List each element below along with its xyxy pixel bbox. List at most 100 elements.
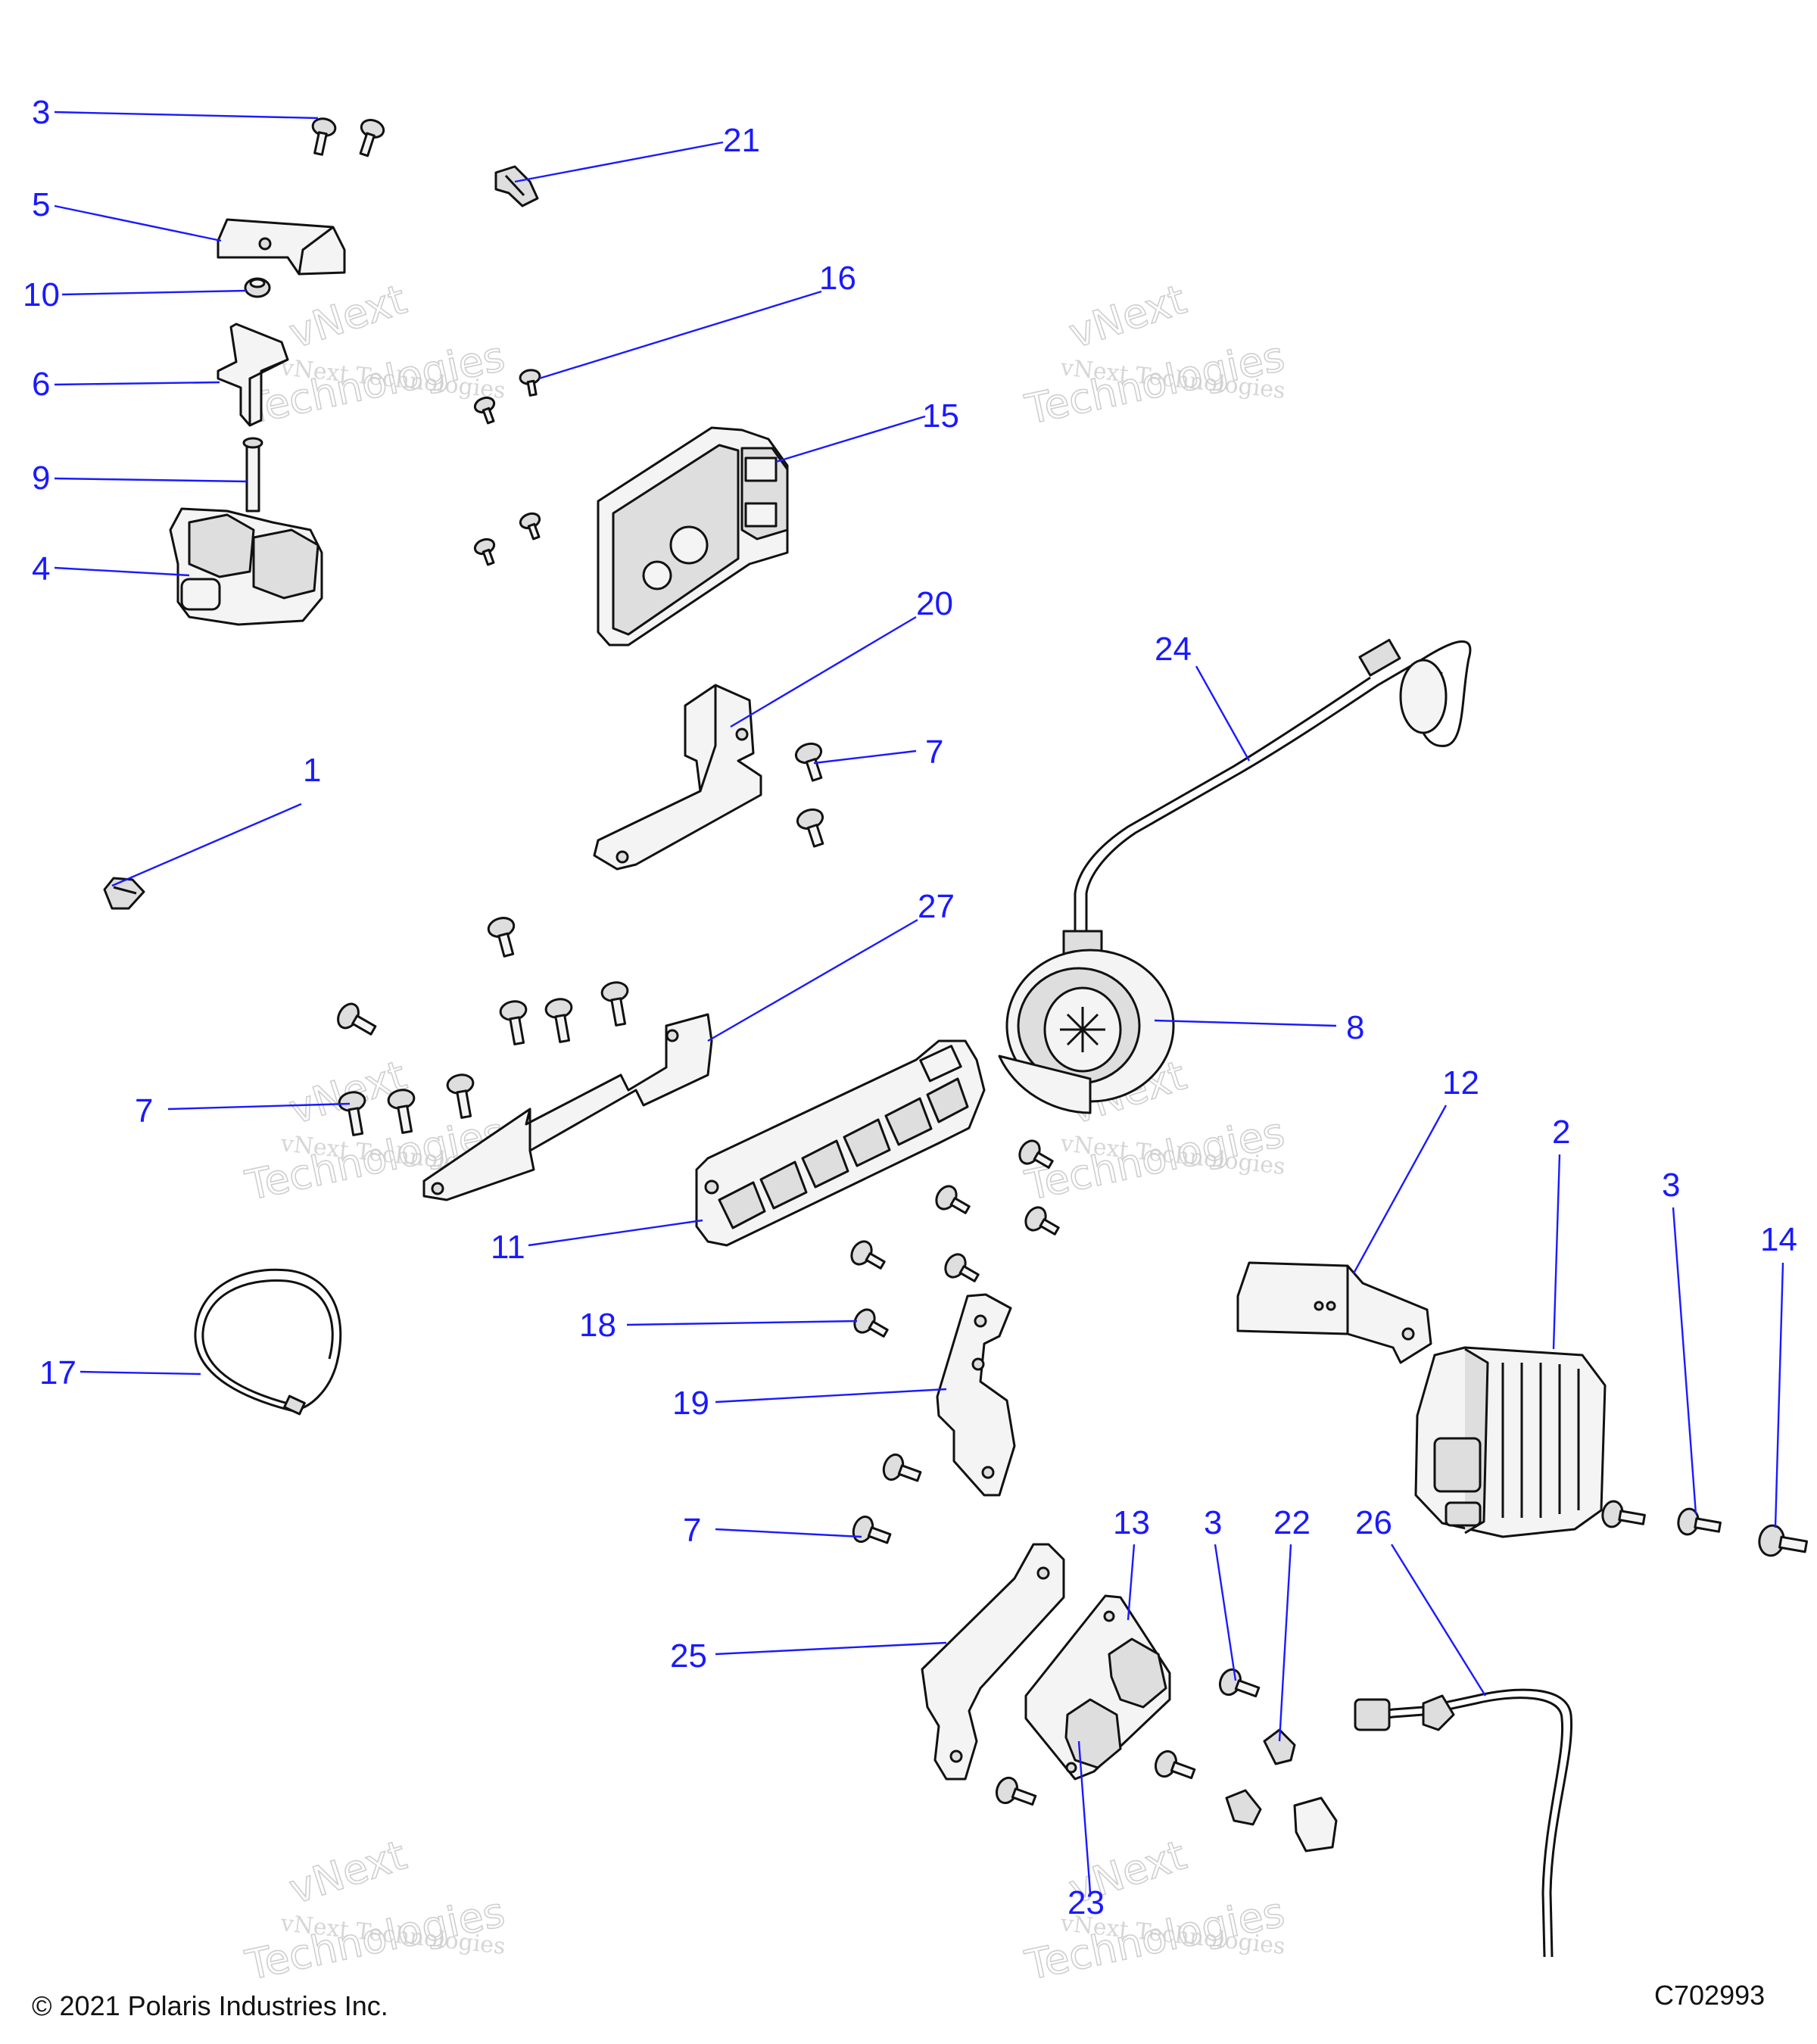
watermark-text: Technologies bbox=[242, 1888, 509, 1989]
leader-line bbox=[538, 290, 822, 380]
callout-label: 18 bbox=[579, 1307, 616, 1344]
connector-part-22 bbox=[1225, 1728, 1338, 1852]
leader-line bbox=[54, 111, 319, 120]
leader-line bbox=[54, 477, 248, 483]
bracket-part-12 bbox=[1236, 1261, 1432, 1364]
callout-label: 21 bbox=[723, 122, 760, 159]
callout-label: 8 bbox=[1346, 1009, 1364, 1046]
bolt-part-3-top bbox=[311, 117, 385, 157]
callout-label: 2 bbox=[1552, 1114, 1570, 1151]
callout-label: 5 bbox=[32, 186, 50, 223]
callout-labels: 3 21 5 10 16 6 15 9 4 20 24 1 7 27 8 7 1… bbox=[23, 94, 1797, 1921]
callout-label: 3 bbox=[32, 94, 50, 131]
leader-line bbox=[1278, 1544, 1292, 1742]
watermark-text: vNext bbox=[284, 276, 413, 358]
callout-label: 14 bbox=[1760, 1221, 1797, 1258]
clip-part-21 bbox=[494, 165, 539, 207]
bracket-part-27 bbox=[422, 1013, 713, 1201]
callout-label: 4 bbox=[32, 550, 50, 587]
watermark: vNext vNext Technologies Technologies bbox=[241, 1831, 510, 1990]
nut-part-10 bbox=[244, 277, 271, 298]
callout-label: 24 bbox=[1155, 631, 1192, 668]
watermark-text: vNext bbox=[1064, 276, 1192, 358]
leader-line bbox=[54, 381, 220, 386]
cable-tie-part-17 bbox=[194, 1268, 342, 1416]
bolt-part-9 bbox=[242, 437, 263, 513]
leader-line bbox=[730, 615, 917, 728]
callout-label: 3 bbox=[1662, 1167, 1680, 1204]
watermark-text: vNext bbox=[284, 1831, 413, 1914]
leader-line bbox=[54, 566, 190, 577]
leader-line bbox=[1552, 1154, 1561, 1350]
copyright-notice: © 2021 Polaris Industries Inc. bbox=[32, 1990, 388, 2021]
bolt-part-7-middle bbox=[337, 917, 629, 1136]
leader-line bbox=[1195, 665, 1251, 762]
leader-line bbox=[707, 918, 918, 1042]
leader-line bbox=[1672, 1207, 1697, 1515]
callout-label: 23 bbox=[1067, 1884, 1105, 1921]
horn-part-8 bbox=[998, 930, 1175, 1114]
bracket-part-25 bbox=[921, 1543, 1065, 1781]
leader-lines bbox=[54, 111, 1784, 1893]
leader-line bbox=[167, 1102, 351, 1111]
bolt-part-7-lower bbox=[852, 1454, 922, 1544]
ecu-part-15 bbox=[597, 426, 789, 647]
leader-line bbox=[1154, 1019, 1337, 1027]
fuse-block-part-11 bbox=[695, 1039, 986, 1247]
callout-label: 16 bbox=[819, 260, 856, 297]
bracket-part-19 bbox=[936, 1293, 1016, 1497]
clip-part-1 bbox=[103, 877, 145, 910]
bracket-part-5 bbox=[217, 218, 346, 276]
callout-label: 3 bbox=[1204, 1504, 1222, 1541]
callout-label: 12 bbox=[1442, 1064, 1479, 1101]
leader-line bbox=[1390, 1544, 1487, 1697]
callout-label: 27 bbox=[918, 888, 955, 925]
leader-line bbox=[1127, 1544, 1136, 1621]
callout-label: 1 bbox=[303, 752, 321, 789]
leader-line bbox=[61, 289, 247, 296]
callout-label: 9 bbox=[32, 460, 50, 497]
leader-line bbox=[54, 204, 222, 242]
callout-label: 19 bbox=[672, 1385, 709, 1422]
harness-part-26 bbox=[1354, 1688, 1573, 1958]
leader-line bbox=[528, 1219, 703, 1247]
watermark: vNext vNext Technologies Technologies bbox=[1021, 1831, 1289, 1990]
bolt-part-3-right bbox=[1601, 1500, 1722, 1536]
callout-label: 22 bbox=[1273, 1504, 1311, 1541]
callout-label: 7 bbox=[683, 1512, 701, 1549]
bolt-part-14 bbox=[1758, 1524, 1809, 1557]
sensor-harness-part-24 bbox=[1074, 638, 1472, 935]
callout-label: 10 bbox=[23, 276, 60, 313]
bolt-part-7-upper bbox=[794, 742, 824, 848]
leader-line bbox=[715, 1528, 862, 1538]
leader-line bbox=[79, 1370, 201, 1376]
callout-label: 11 bbox=[491, 1229, 525, 1266]
leader-line bbox=[813, 749, 917, 765]
callout-label: 15 bbox=[922, 397, 959, 435]
leader-line bbox=[715, 1388, 947, 1404]
voltage-regulator-part-2 bbox=[1414, 1346, 1607, 1538]
diagram-code: C702993 bbox=[1654, 1980, 1765, 2011]
watermark-text: Technologies bbox=[1021, 332, 1289, 434]
watermark: vNext vNext Technologies Technologies bbox=[1021, 275, 1289, 435]
bolt-part-16 bbox=[473, 369, 541, 566]
leader-line bbox=[715, 1641, 947, 1656]
watermark-text: Technologies bbox=[1021, 1108, 1289, 1210]
bolt-part-18 bbox=[850, 1139, 1060, 1338]
bracket-part-6 bbox=[217, 322, 289, 427]
leader-line bbox=[1077, 1740, 1092, 1893]
callout-label: 17 bbox=[39, 1354, 76, 1391]
leader-line bbox=[1352, 1105, 1448, 1274]
relay-bracket-part-13 bbox=[1024, 1594, 1171, 1781]
callout-label: 26 bbox=[1355, 1504, 1392, 1541]
callout-label: 13 bbox=[1113, 1504, 1150, 1541]
leader-line bbox=[1774, 1262, 1784, 1528]
leader-line bbox=[626, 1320, 858, 1326]
watermark-text: Technologies bbox=[1021, 1888, 1289, 1989]
callout-label: 20 bbox=[916, 585, 953, 622]
callout-label: 7 bbox=[135, 1092, 153, 1129]
callout-label: 7 bbox=[925, 734, 943, 771]
bracket-part-20 bbox=[593, 684, 762, 871]
leader-line bbox=[775, 415, 926, 463]
